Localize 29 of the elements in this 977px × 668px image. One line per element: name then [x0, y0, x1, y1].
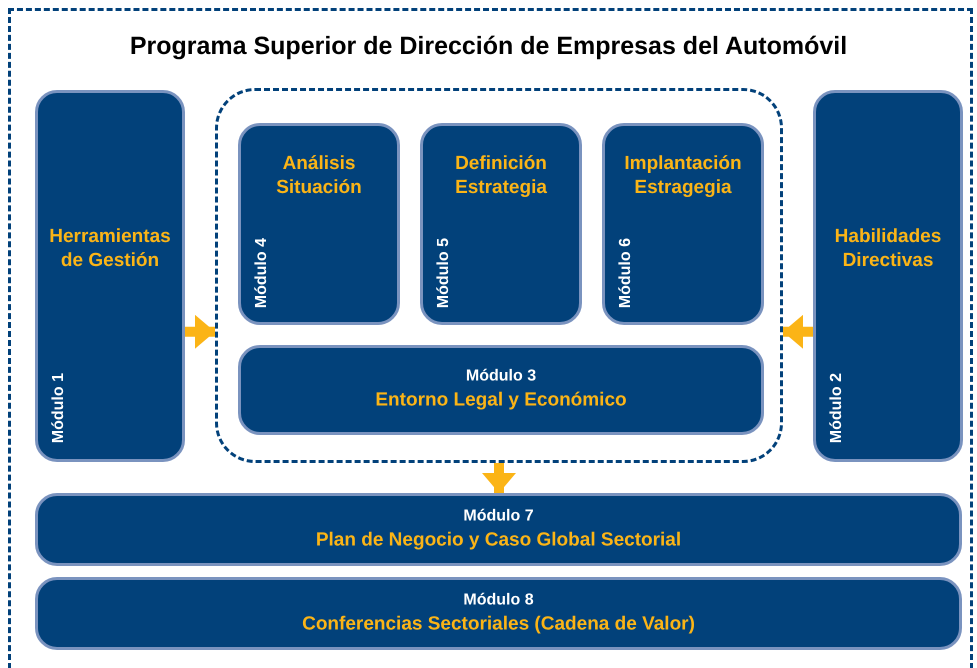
module-heading: Conferencias Sectoriales (Cadena de Valor): [302, 612, 695, 636]
title: Programa Superior de Dirección de Empresas del Automóvil: [128, 32, 848, 61]
module-heading: Habilidades Directivas: [834, 225, 942, 272]
module-box: [238, 123, 400, 325]
module-band: [35, 577, 962, 650]
module-heading: Definición Estrategia: [454, 152, 548, 200]
dashed-group-box: [215, 88, 783, 463]
block-arrow: [185, 314, 215, 349]
module-box: [420, 123, 582, 325]
module-number: Módulo 1: [50, 372, 68, 443]
module-number: Módulo 6: [617, 238, 635, 308]
block-arrow: [783, 314, 813, 349]
module-number: Módulo 2: [828, 372, 846, 443]
module-box: [35, 90, 185, 462]
module-heading: Entorno Legal y Económico: [375, 388, 627, 412]
block-arrow: [482, 463, 516, 493]
module-number: Módulo 5: [435, 238, 453, 308]
module-band: [35, 493, 962, 566]
module-heading: Herramientas de Gestión: [48, 225, 172, 272]
module-box: [813, 90, 963, 462]
module-number: Módulo 3: [466, 368, 536, 386]
module-heading: Implantación Estragegia: [623, 152, 743, 200]
module-heading: Plan de Negocio y Caso Global Sectorial: [316, 528, 682, 552]
module-heading: Análisis Situación: [275, 152, 363, 200]
module-number: Módulo 4: [253, 238, 271, 308]
module-band: [238, 345, 764, 435]
module-number: Módulo 8: [463, 591, 534, 610]
module-number: Módulo 7: [463, 507, 534, 526]
module-box: [602, 123, 764, 325]
